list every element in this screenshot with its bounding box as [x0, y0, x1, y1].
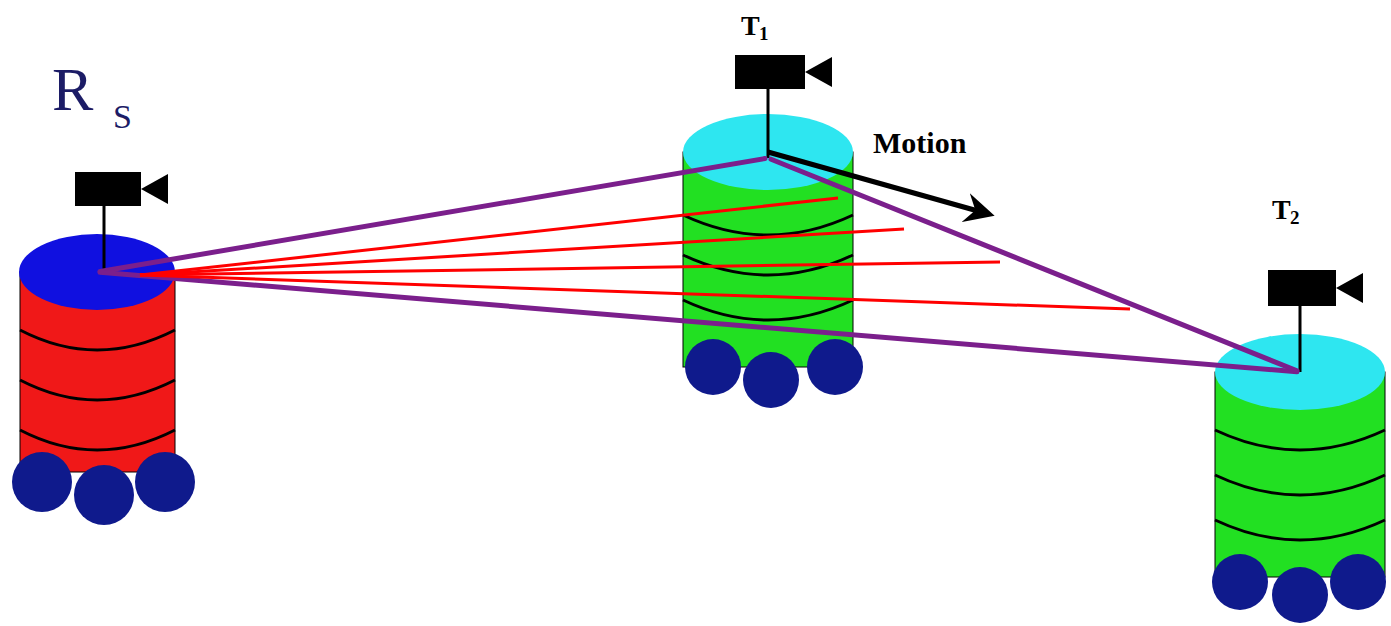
robot-node: T2	[1297, 369, 1303, 375]
sight-line	[100, 159, 765, 272]
robot-node: RS	[94, 269, 100, 275]
label-subscript: 2	[1290, 208, 1300, 227]
robot-label: R	[52, 58, 93, 120]
robot-rs	[12, 172, 195, 525]
robot-t1	[683, 55, 863, 408]
motion-arrow	[768, 152, 985, 213]
robot-label: T	[1272, 196, 1291, 224]
motion-label: Motion	[873, 128, 966, 158]
label-subscript: 1	[759, 24, 769, 43]
sight-line	[100, 272, 1297, 372]
robot-t2	[1212, 270, 1386, 623]
robot-node: T1	[765, 155, 771, 161]
label-subscript: S	[113, 100, 132, 134]
sweep-lines	[140, 198, 1130, 309]
robot-label: T	[741, 12, 760, 40]
